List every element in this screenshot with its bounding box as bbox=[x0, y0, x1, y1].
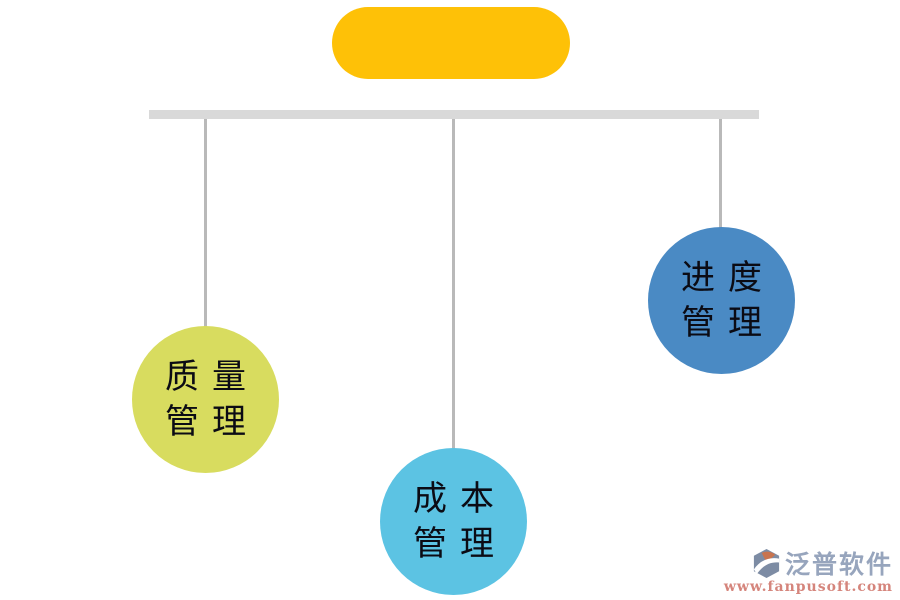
node-label-line: 进度 bbox=[681, 257, 775, 298]
fanpu-logo-icon bbox=[753, 548, 780, 578]
connector-line-cost bbox=[452, 119, 455, 449]
node-quality-management: 质量 管理 bbox=[132, 326, 279, 473]
node-label-line: 质量 bbox=[165, 356, 259, 397]
node-cost-management: 成本 管理 bbox=[380, 448, 527, 595]
node-label-line: 管理 bbox=[681, 302, 775, 343]
connector-line-quality bbox=[204, 119, 207, 327]
node-label-line: 成本 bbox=[413, 478, 507, 519]
watermark-brand-row: 泛普软件 bbox=[724, 545, 893, 581]
connector-line-progress bbox=[719, 119, 722, 228]
connector-horizontal-bar bbox=[149, 110, 759, 119]
root-node-pill bbox=[332, 7, 570, 79]
watermark: 泛普软件 www.fanpusoft.com bbox=[724, 545, 893, 595]
node-progress-management: 进度 管理 bbox=[648, 227, 795, 374]
node-label-line: 管理 bbox=[165, 401, 259, 442]
watermark-brand: 泛普软件 bbox=[784, 550, 893, 579]
watermark-url: www.fanpusoft.com bbox=[723, 579, 893, 595]
node-label-line: 管理 bbox=[413, 523, 507, 564]
